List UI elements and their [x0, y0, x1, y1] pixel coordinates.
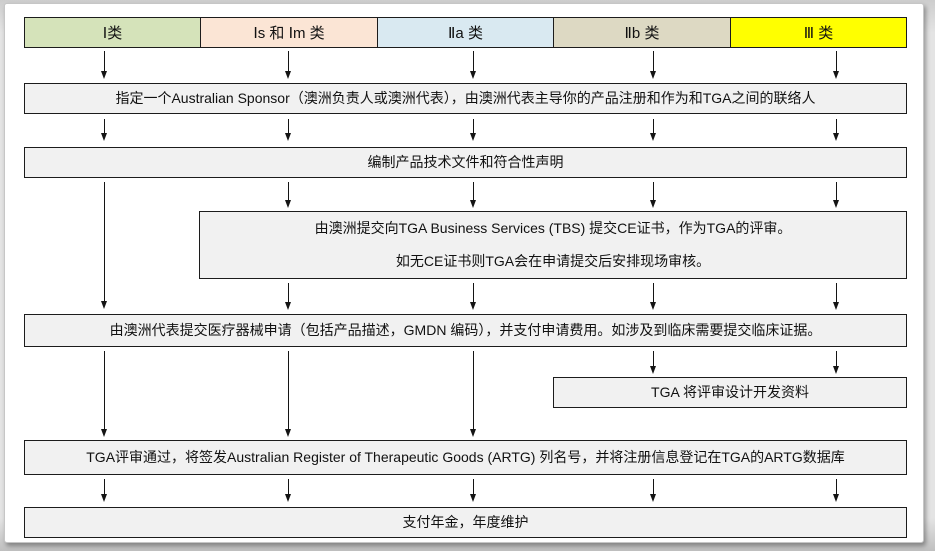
step-device-application: 由澳洲代表提交医疗器械申请（包括产品描述，GMDN 编码），并支付申请费用。如涉…: [24, 314, 907, 347]
down-arrow: [283, 283, 292, 310]
down-arrow: [468, 182, 477, 208]
class-label-1s-1m: Ⅰs 和 Ⅰm 类: [253, 25, 325, 42]
step-device-application-text: 由澳洲代表提交医疗器械申请（包括产品描述，GMDN 编码），并支付申请费用。如涉…: [109, 321, 822, 338]
down-arrow: [648, 479, 657, 502]
down-arrow: [468, 119, 477, 141]
down-arrow: [831, 119, 840, 141]
step-tbs-line2: 如无CE证书则TGA会在申请提交后安排现场审核。: [395, 252, 711, 269]
down-arrow: [648, 283, 657, 310]
down-arrow: [468, 351, 477, 437]
class-box-3: Ⅲ 类: [730, 17, 907, 48]
down-arrow: [831, 479, 840, 502]
step-sponsor-text: 指定一个Australian Sponsor（澳洲负责人或澳洲代表），由澳洲代表…: [115, 89, 816, 106]
down-arrow: [648, 51, 657, 79]
step-sponsor: 指定一个Australian Sponsor（澳洲负责人或澳洲代表），由澳洲代表…: [24, 83, 907, 114]
step-tbs-submission: 由澳洲提交向TGA Business Services (TBS) 提交CE证书…: [199, 211, 907, 279]
class-box-2a: Ⅱa 类: [377, 17, 554, 48]
down-arrow: [283, 351, 292, 437]
class-label-2b: Ⅱb 类: [624, 25, 660, 42]
down-arrow: [283, 182, 292, 208]
down-arrow: [283, 51, 292, 79]
class-box-2b: Ⅱb 类: [553, 17, 731, 48]
down-arrow: [283, 119, 292, 141]
class-box-1s-1m: Ⅰs 和 Ⅰm 类: [200, 17, 378, 48]
class-label-1: Ⅰ类: [102, 25, 123, 42]
down-arrow: [468, 51, 477, 79]
down-arrow: [648, 182, 657, 208]
down-arrow: [468, 479, 477, 502]
down-arrow: [99, 51, 108, 79]
class1-bypass-arrow: [99, 182, 108, 309]
down-arrow: [831, 51, 840, 79]
step-design-review: TGA 将评审设计开发资料: [553, 377, 907, 408]
down-arrow: [831, 351, 840, 374]
down-arrow: [99, 479, 108, 502]
step-tech-docs-text: 编制产品技术文件和符合性声明: [367, 153, 564, 170]
class-label-3: Ⅲ 类: [803, 25, 834, 42]
step-annual-maintenance: 支付年金，年度维护: [24, 507, 907, 538]
step-annual-maintenance-text: 支付年金，年度维护: [402, 513, 529, 530]
down-arrow: [831, 283, 840, 310]
down-arrow: [468, 283, 477, 310]
class-box-1: Ⅰ类: [24, 17, 201, 48]
down-arrow: [99, 351, 108, 437]
step-artg-listing: TGA评审通过，将签发Australian Register of Therap…: [24, 440, 907, 475]
step-tbs-line1: 由澳洲提交向TGA Business Services (TBS) 提交CE证书…: [314, 220, 792, 236]
down-arrow: [648, 351, 657, 374]
step-tech-docs: 编制产品技术文件和符合性声明: [24, 147, 907, 178]
step-artg-listing-text: TGA评审通过，将签发Australian Register of Therap…: [86, 448, 845, 465]
down-arrow: [831, 182, 840, 208]
class-label-2a: Ⅱa 类: [448, 25, 483, 42]
step-design-review-text: TGA 将评审设计开发资料: [651, 383, 809, 400]
down-arrow: [283, 479, 292, 502]
down-arrow: [99, 119, 108, 141]
down-arrow: [648, 119, 657, 141]
